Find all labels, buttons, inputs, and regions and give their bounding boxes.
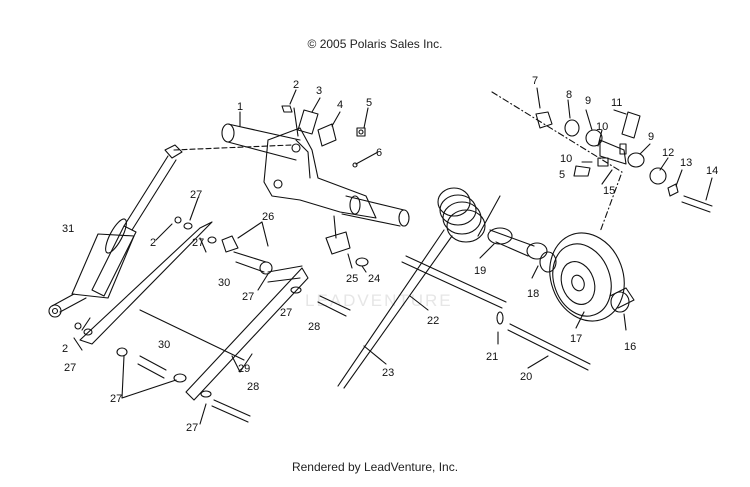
- callout-label: 24: [368, 273, 380, 285]
- callout-label: 2: [62, 343, 68, 355]
- leader-line: [333, 215, 337, 239]
- callout-label: 12: [662, 147, 674, 159]
- callout-label: 8: [566, 89, 572, 101]
- callout-label: 25: [346, 273, 358, 285]
- callout-label: 20: [520, 371, 532, 383]
- callout-label: 6: [376, 147, 382, 159]
- callout-label: 7: [532, 75, 538, 87]
- torsion-spring: [337, 187, 507, 389]
- callout-label: 3: [316, 85, 322, 97]
- idler-wheel: [549, 232, 635, 322]
- copyright-text: © 2005 Polaris Sales Inc.: [307, 37, 443, 51]
- small-hardware: [281, 105, 366, 168]
- callout-label: 30: [158, 339, 170, 351]
- rendered-by-text: Rendered by LeadVenture, Inc.: [291, 460, 459, 474]
- callout-label: 28: [247, 381, 259, 393]
- callout-label: 28: [308, 321, 320, 333]
- callout-label: 31: [62, 223, 74, 235]
- callout-label: 27: [280, 307, 292, 319]
- bolts: [200, 286, 351, 423]
- callout-label: 10: [596, 121, 608, 133]
- callout-label: 15: [603, 185, 615, 197]
- callout-label: 11: [611, 97, 622, 109]
- callout-label: 1: [237, 101, 243, 113]
- callout-label: 27: [192, 237, 204, 249]
- callout-label: 5: [559, 169, 565, 181]
- nuts-washers: [74, 216, 217, 336]
- callout-label: 21: [486, 351, 498, 363]
- o-ring: [355, 257, 369, 267]
- callout-label: 13: [680, 157, 692, 169]
- spacer-sleeve: [487, 227, 557, 273]
- hub-assembly: [535, 111, 713, 213]
- callout-label: 27: [64, 362, 76, 374]
- callout-label: 2: [150, 237, 156, 249]
- callout-label: 18: [527, 288, 539, 300]
- bracket: [325, 231, 351, 255]
- callout-label: 29: [238, 363, 250, 375]
- callout-label: 23: [382, 367, 394, 379]
- callout-label: 19: [474, 265, 486, 277]
- long-bolt: [507, 323, 591, 371]
- callout-label: 9: [585, 95, 591, 107]
- callout-label: 14: [706, 165, 718, 177]
- callout-label: 26: [262, 211, 274, 223]
- bushings: [116, 235, 273, 383]
- callout-label: 22: [427, 315, 439, 327]
- callout-label: 5: [366, 97, 372, 109]
- callout-label: 16: [624, 341, 636, 353]
- leader-lines: [73, 87, 713, 425]
- group-boundary-line: [491, 91, 623, 233]
- pivot-shaft: [221, 107, 410, 227]
- callout-labels: 1 2 3 4 5 6 7 8 9 11 10 9 10 12 13 14 5 …: [62, 75, 718, 434]
- callout-label: 27: [242, 291, 254, 303]
- callout-label: 27: [110, 393, 122, 405]
- callout-label: 10: [560, 153, 572, 165]
- control-arms: [79, 221, 309, 401]
- callout-label: 2: [293, 79, 299, 91]
- washer: [496, 311, 504, 325]
- callout-label: 9: [648, 131, 654, 143]
- callout-label: 4: [337, 99, 343, 111]
- callout-label: 27: [190, 189, 202, 201]
- callout-label: 17: [570, 333, 582, 345]
- shock-absorber: [48, 144, 293, 318]
- watermark-text: LEADVENTURE: [305, 291, 453, 310]
- callout-label: 30: [218, 277, 230, 289]
- callout-label: 27: [186, 422, 198, 434]
